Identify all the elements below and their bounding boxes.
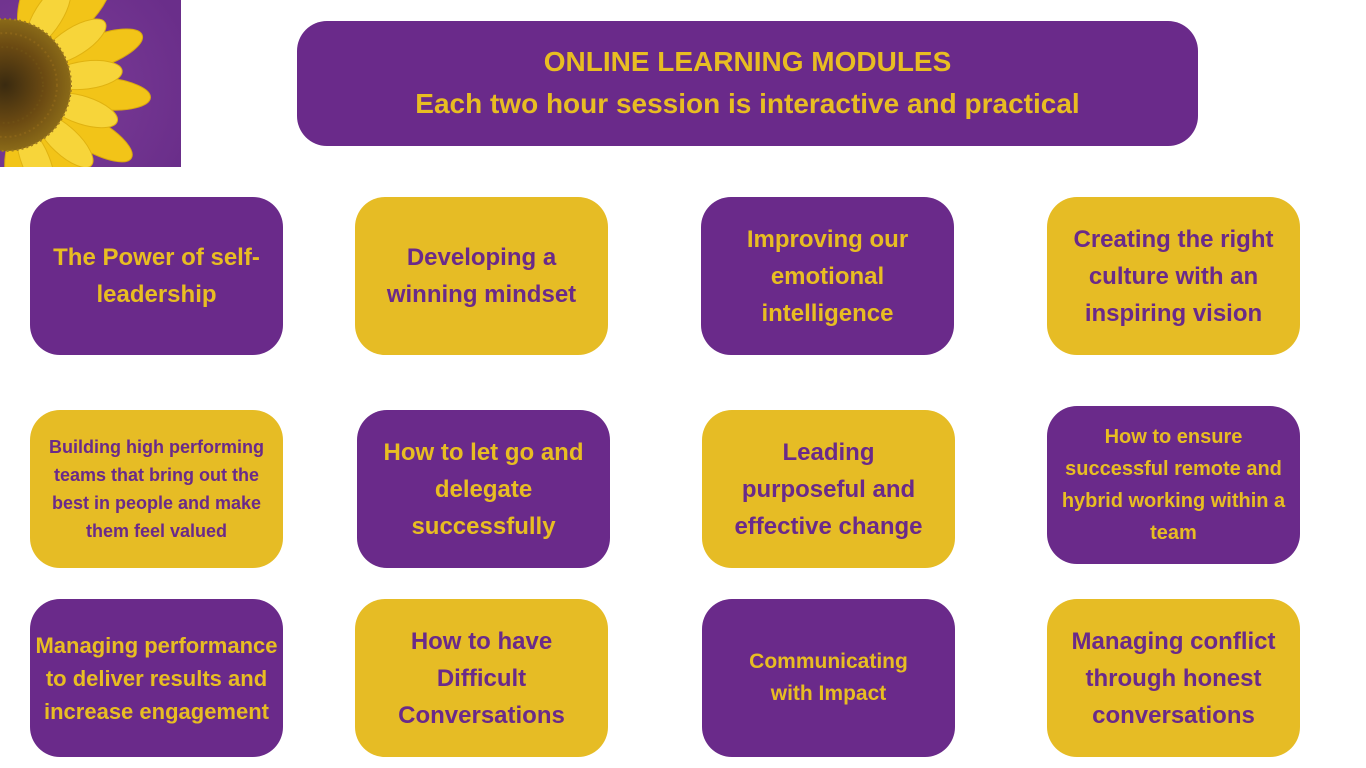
module-label: How to have Difficult Conversations [398, 627, 565, 729]
module-label: Building high performing teams that brin… [49, 437, 264, 541]
module-card-self-leadership[interactable]: The Power of self-leadership [30, 197, 283, 355]
module-label: Communicating with Impact [749, 650, 908, 705]
module-label: How to let go and delegate successfully [383, 438, 584, 540]
module-card-communicating-impact[interactable]: Communicating with Impact [702, 599, 955, 757]
module-card-managing-conflict[interactable]: Managing conflict through honest convers… [1047, 599, 1300, 757]
module-label: Developing a winning mindset [386, 244, 577, 308]
module-card-culture-vision[interactable]: Creating the right culture with an inspi… [1047, 197, 1300, 355]
page-title: ONLINE LEARNING MODULES [543, 45, 952, 77]
module-label: Improving our emotional intelligence [746, 225, 909, 327]
module-card-difficult-conversations[interactable]: How to have Difficult Conversations [355, 599, 608, 757]
module-card-high-performing-teams[interactable]: Building high performing teams that brin… [30, 410, 283, 568]
module-card-managing-performance[interactable]: Managing performance to deliver results … [30, 599, 283, 757]
module-label: How to ensure successful remote and hybr… [1061, 426, 1286, 544]
page-subtitle: Each two hour session is interactive and… [415, 87, 1080, 119]
module-card-delegate[interactable]: How to let go and delegate successfully [357, 410, 610, 568]
module-label: Managing conflict through honest convers… [1071, 627, 1276, 729]
module-card-leading-change[interactable]: Leading purposeful and effective change [702, 410, 955, 568]
module-card-remote-hybrid[interactable]: How to ensure successful remote and hybr… [1047, 406, 1300, 564]
header-banner: ONLINE LEARNING MODULES Each two hour se… [297, 21, 1198, 146]
module-label: Leading purposeful and effective change [734, 438, 923, 540]
sunflower-logo [0, 0, 181, 167]
module-card-emotional-intelligence[interactable]: Improving our emotional intelligence [701, 197, 954, 355]
module-label: Creating the right culture with an inspi… [1073, 225, 1274, 327]
sunflower-icon [0, 0, 181, 167]
module-label: Managing performance to deliver results … [35, 632, 278, 724]
module-card-winning-mindset[interactable]: Developing a winning mindset [355, 197, 608, 355]
module-label: The Power of self-leadership [53, 244, 260, 308]
